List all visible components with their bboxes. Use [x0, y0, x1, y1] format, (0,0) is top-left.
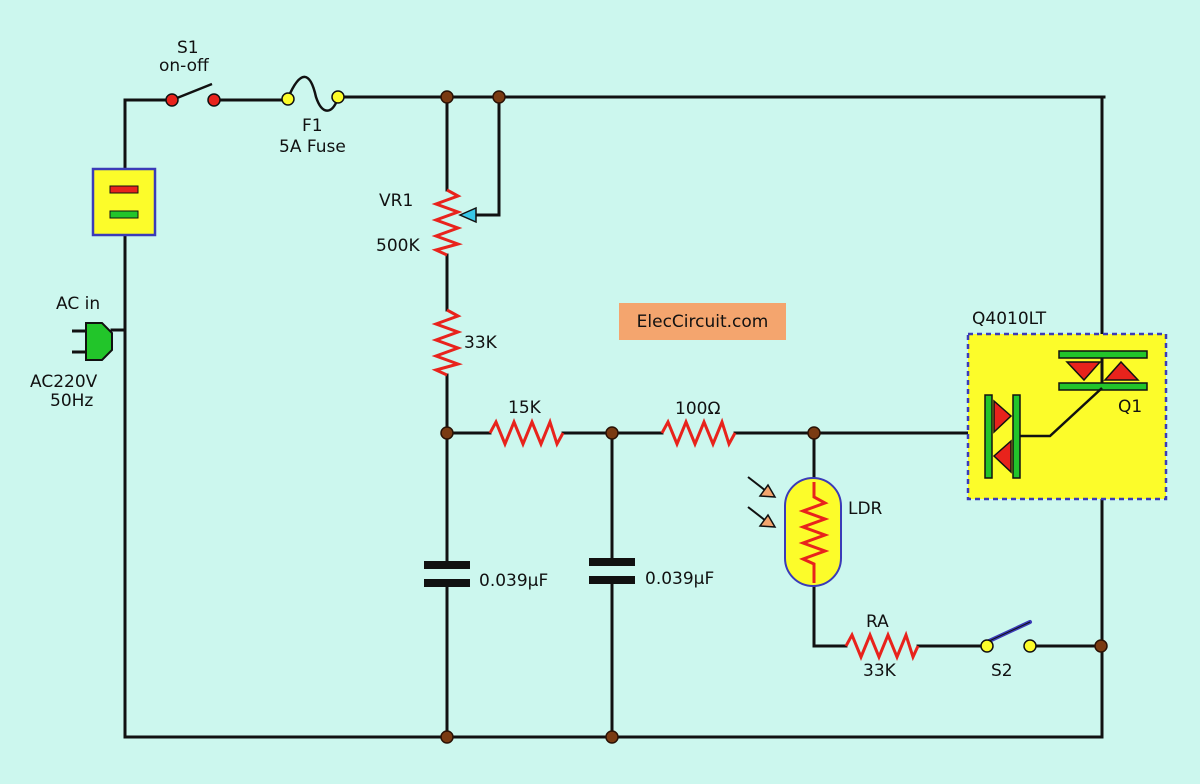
junction-node — [605, 730, 619, 744]
capacitor-c2-plate-bottom — [589, 576, 635, 584]
ac-socket-slot-live — [109, 185, 139, 194]
vr1-name-label: VR1 — [379, 191, 413, 211]
switch-s1-lever — [171, 82, 213, 102]
fuse-f1-terminal-left — [281, 92, 295, 106]
light-arrow-2-shaft — [747, 506, 767, 522]
wire-vr1-wiper — [468, 95, 501, 217]
capacitor-c1: 0.039μF — [424, 561, 548, 591]
s1-name-label: S1 — [177, 38, 199, 58]
s1-desc-label: on-off — [159, 56, 210, 76]
ac-plug: AC in AC220V 50Hz — [30, 294, 113, 411]
ac-in-label: AC in — [56, 294, 100, 314]
f1-name-label: F1 — [302, 116, 323, 136]
triac-part-label: Q4010LT — [972, 309, 1047, 329]
switch-s2-lever-outline — [986, 621, 1031, 643]
resistor-100-ohm-label: 100Ω — [675, 399, 720, 419]
triac-q1-label: Q1 — [1118, 397, 1142, 417]
ac-socket-slot-neutral — [109, 210, 139, 219]
fuse-f1-element — [286, 75, 340, 112]
switch-s2-contact-right — [1023, 639, 1037, 653]
capacitor-c1-plate-top — [424, 561, 470, 569]
f1-desc-label: 5A Fuse — [279, 137, 346, 157]
resistor-33k-zigzag — [431, 308, 463, 377]
triac-mt2-bar — [1058, 350, 1148, 359]
resistor-100-ohm-zigzag — [660, 417, 737, 448]
diac-bar-left — [984, 394, 993, 479]
triac-module: Q4010LT Q1 — [966, 309, 1168, 501]
ac-socket — [91, 167, 157, 237]
junction-node — [1094, 639, 1108, 653]
resistor-ra-value-label: 33K — [863, 661, 897, 681]
wire-bottom-rail — [123, 328, 1104, 739]
triac-diode-2 — [1103, 360, 1140, 381]
triac-mt1-bar — [1058, 382, 1148, 391]
junction-node — [440, 90, 454, 104]
junction-node — [807, 426, 821, 440]
capacitor-c2-label: 0.039μF — [645, 569, 714, 589]
light-arrow-1-icon — [758, 483, 777, 498]
diac-diode-1 — [993, 399, 1013, 434]
ldr-zigzag — [798, 482, 830, 583]
resistor-100-ohm: 100Ω — [660, 399, 737, 448]
ac-plug-pins — [72, 329, 86, 354]
switch-s2-label: S2 — [991, 661, 1013, 681]
triac-diode-1 — [1065, 361, 1102, 382]
resistor-ra: RA 33K — [844, 612, 920, 681]
resistor-ra-name-label: RA — [866, 612, 889, 632]
diac-bar-right — [1012, 394, 1021, 479]
switch-s1: S1 on-off — [159, 38, 221, 107]
switch-s1-contact-left — [165, 93, 179, 107]
junction-node — [605, 426, 619, 440]
vr1-resistor — [431, 188, 463, 257]
resistor-15k: 15K — [488, 398, 565, 448]
switch-s2-contact-left — [980, 639, 994, 653]
capacitor-c2-plate-top — [589, 558, 635, 566]
switch-s2: S2 — [980, 620, 1037, 681]
junction-node — [440, 730, 454, 744]
light-arrow-2-icon — [758, 513, 777, 528]
resistor-15k-zigzag — [488, 417, 565, 448]
triac-gate-wire — [1020, 387, 1103, 438]
capacitor-c1-label: 0.039μF — [479, 571, 548, 591]
fuse-f1-terminal-right — [331, 90, 345, 104]
wire-ldr-bottom — [812, 583, 848, 648]
resistor-33k: 33K — [431, 308, 498, 377]
ac-socket-body — [91, 167, 157, 237]
fuse-f1: F1 5A Fuse — [279, 75, 346, 157]
switch-s1-contact-right — [207, 93, 221, 107]
resistor-15k-label: 15K — [508, 398, 542, 418]
diac-diode-2 — [992, 439, 1012, 474]
wires — [110, 95, 1106, 739]
vr1-wiper-arrow — [458, 206, 477, 224]
light-arrow-1-shaft — [747, 476, 767, 492]
brand-watermark: ElecCircuit.com — [619, 303, 786, 340]
resistor-33k-label: 33K — [464, 333, 498, 353]
vr1-value-label: 500K — [376, 236, 420, 256]
capacitor-c2: 0.039μF — [589, 558, 714, 589]
ac-plug-body — [85, 322, 113, 361]
junction-nodes — [440, 90, 1108, 744]
ldr-label: LDR — [848, 499, 883, 519]
resistor-ra-zigzag — [844, 630, 920, 662]
ac-frequency-label: 50Hz — [50, 391, 93, 411]
junction-node — [440, 426, 454, 440]
ldr: LDR — [747, 476, 883, 587]
junction-node — [492, 90, 506, 104]
ac-voltage-label: AC220V — [30, 372, 98, 392]
potentiometer-vr1: VR1 500K — [376, 188, 477, 257]
capacitor-c1-plate-bottom — [424, 579, 470, 587]
